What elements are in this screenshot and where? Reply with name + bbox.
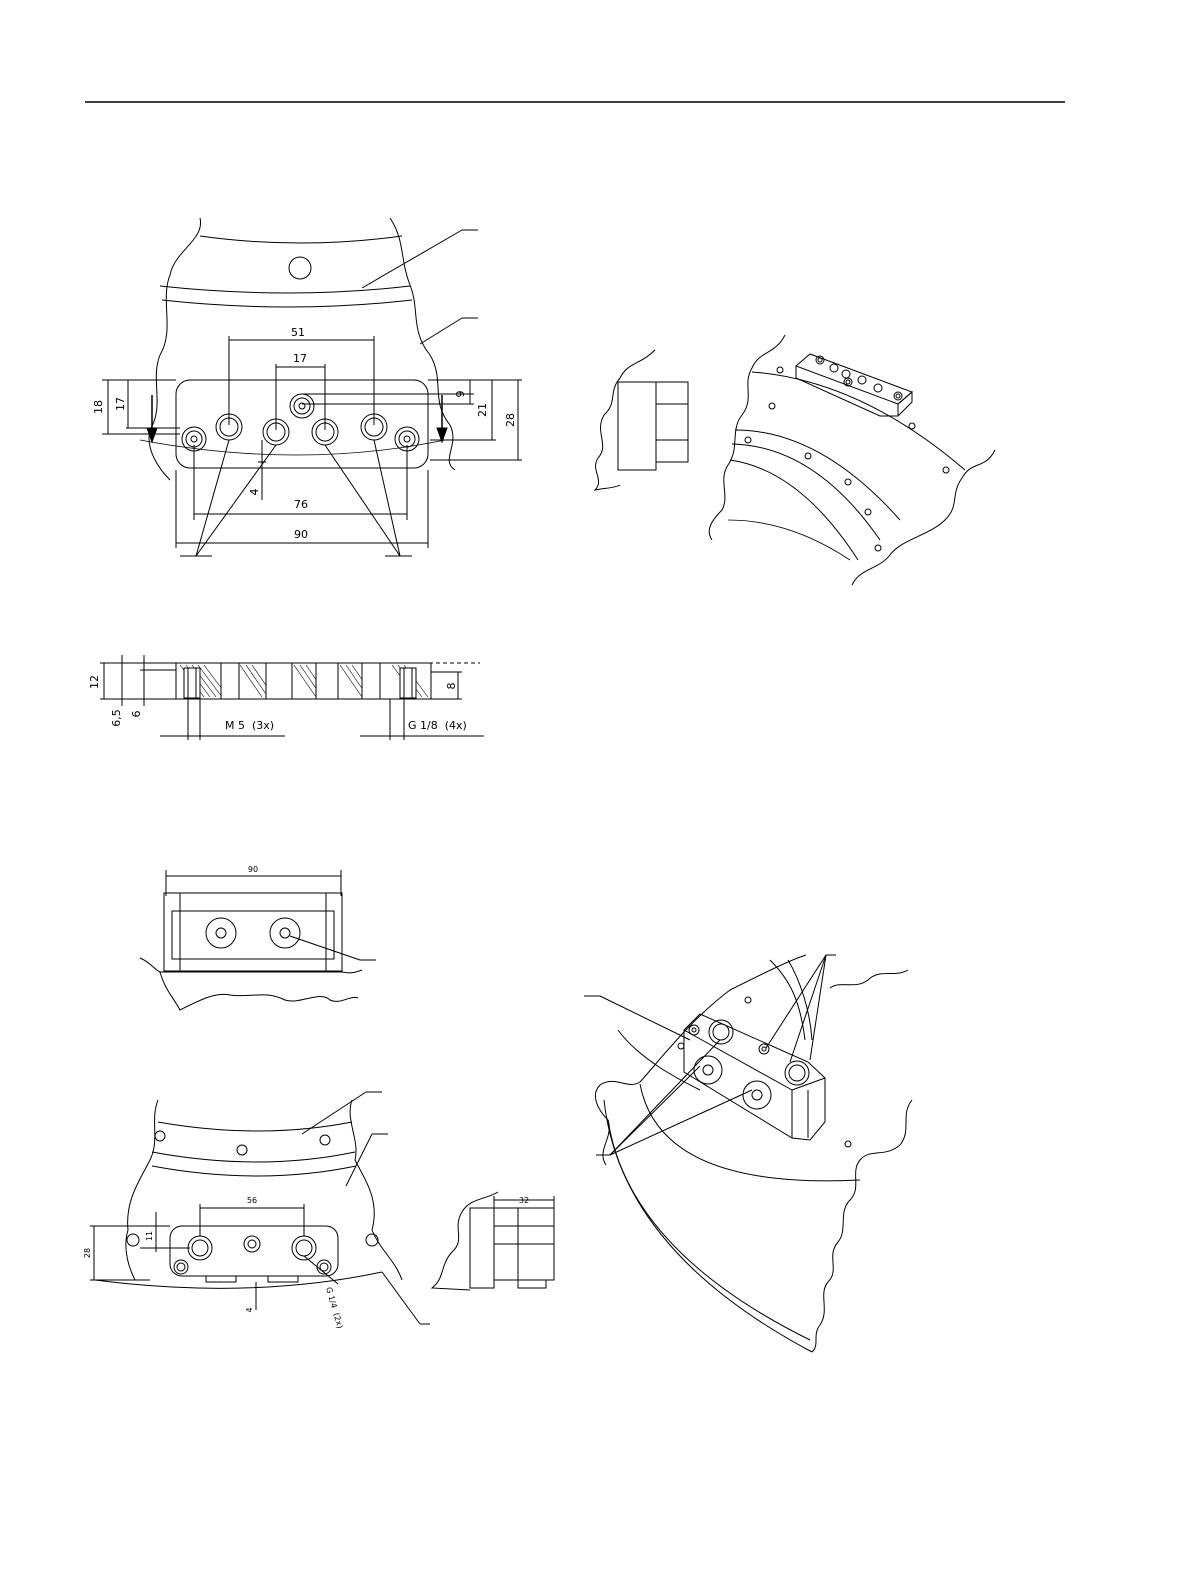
dim-12: 12 [88, 675, 101, 689]
dim-4: 4 [248, 489, 261, 496]
callout-m5-thread: M 5 (3x) [225, 719, 274, 732]
isometric-ring-drawing-1 [709, 335, 995, 585]
front-view-drawing [102, 218, 522, 556]
dim-4-lower: 4 [245, 1307, 254, 1312]
dim-90: 90 [294, 528, 308, 541]
dim-8: 8 [445, 683, 458, 690]
dim-76: 76 [294, 498, 308, 511]
dim-11: 11 [145, 1231, 154, 1241]
callout-g14-thread: G 1/4 (2x) [324, 1286, 344, 1330]
dim-18: 18 [92, 400, 105, 414]
dim-28: 28 [504, 413, 517, 427]
block-top-view-drawing [140, 870, 376, 1010]
dim-17-horizontal: 17 [293, 352, 307, 365]
side-view-drawing [595, 350, 688, 490]
dim-17-vertical: 17 [114, 397, 127, 411]
dim-21: 21 [476, 403, 489, 417]
dim-9: 9 [454, 391, 467, 398]
dim-90-top: 90 [248, 865, 258, 874]
dim-51: 51 [291, 326, 305, 339]
dim-6-5: 6,5 [110, 709, 123, 727]
dim-6: 6 [130, 711, 143, 718]
ring-front-view-drawing [90, 1092, 430, 1324]
dim-28-lower: 28 [83, 1248, 92, 1258]
callout-g18-thread: G 1/8 (4x) [408, 719, 467, 732]
dim-56: 56 [247, 1196, 257, 1205]
block-side-view-drawing [432, 1192, 554, 1290]
isometric-ring-drawing-2 [584, 955, 912, 1352]
